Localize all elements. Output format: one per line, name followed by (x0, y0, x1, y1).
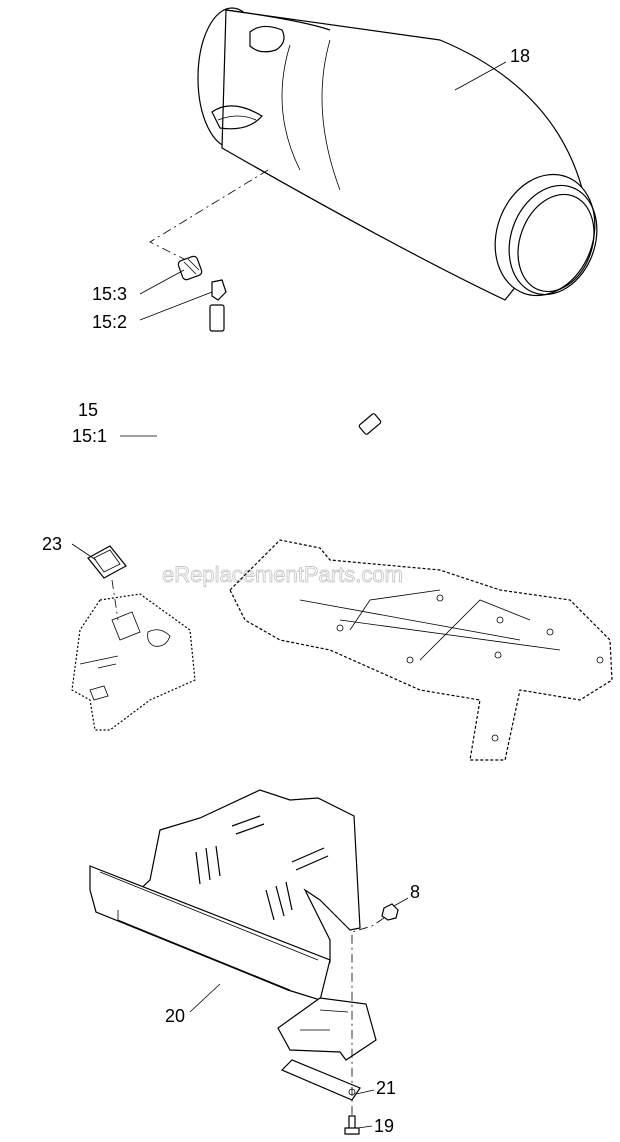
callout-23: 23 (42, 534, 62, 554)
lower-bracket (277, 997, 377, 1061)
callout-15-1: 15:1 (72, 426, 107, 446)
nut-15-3[interactable] (177, 255, 203, 281)
callout-20: 20 (165, 1006, 185, 1026)
frame-assembly (229, 539, 613, 761)
leader-lines (71, 61, 507, 1129)
callout-19: 19 (374, 1116, 394, 1136)
bolt-part-19[interactable] (344, 1115, 360, 1135)
callout-15-3: 15:3 (92, 284, 127, 304)
callout-15-2: 15:2 (92, 312, 127, 332)
shield-part-20[interactable] (89, 789, 361, 1001)
hose-assembly-part-15[interactable] (158, 255, 382, 504)
watermark-text: eReplacementParts.com (162, 562, 403, 587)
decal-part-23[interactable] (87, 545, 127, 579)
nut-part-8[interactable] (381, 903, 399, 921)
callout-18: 18 (510, 46, 530, 66)
elbow-fitting-15-2[interactable] (211, 279, 227, 301)
callout-8: 8 (410, 882, 420, 902)
hose-15-1[interactable] (158, 299, 382, 504)
left-bracket-plate (71, 593, 196, 731)
callout-15: 15 (78, 400, 98, 420)
tank-part-18[interactable] (197, 7, 612, 310)
callout-21: 21 (376, 1078, 396, 1098)
strap-part-21[interactable] (280, 1059, 361, 1101)
